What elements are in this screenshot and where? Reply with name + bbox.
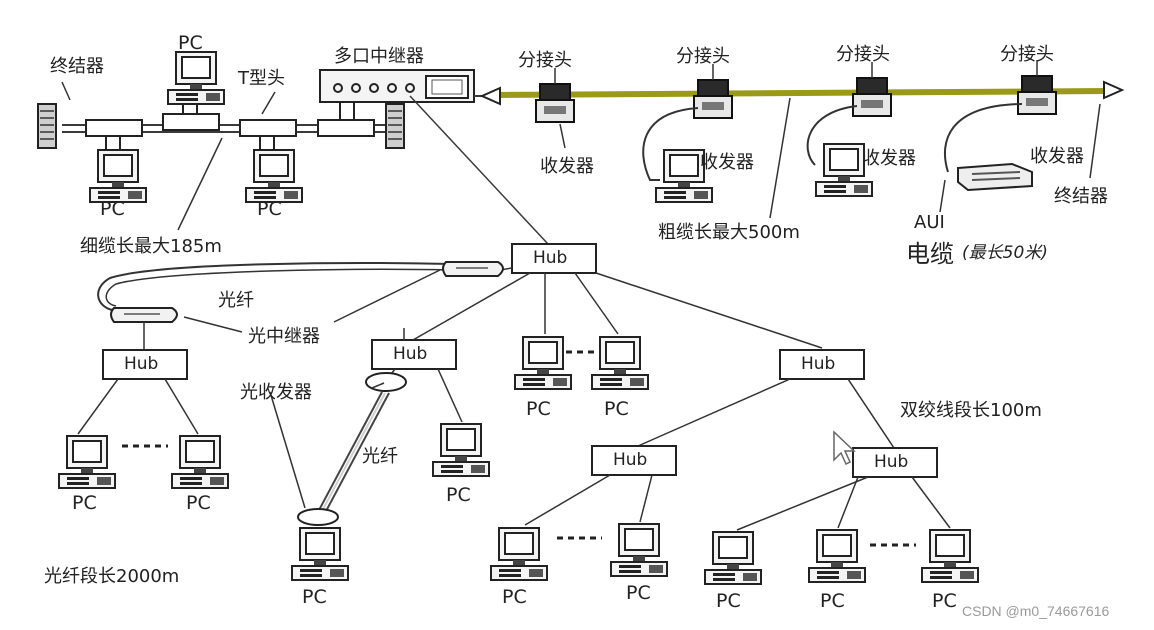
- label-tap: 分接头: [676, 46, 730, 67]
- label-hub: Hub: [613, 450, 648, 470]
- label-pc: PC: [820, 590, 845, 612]
- pc-icon: [291, 527, 349, 581]
- transceiver-icon: [535, 83, 575, 123]
- pc-icon: [171, 435, 229, 489]
- hub-tree: [371, 95, 979, 585]
- label-optical-transceiver: 光收发器: [240, 382, 312, 403]
- hub-box: [852, 447, 938, 478]
- optical-repeater-icon: [110, 307, 178, 323]
- optical-repeater-icon: [442, 261, 504, 277]
- terminator-icon: [1103, 80, 1125, 100]
- transceiver-icon: [852, 77, 892, 117]
- label-hub: Hub: [124, 354, 159, 374]
- label-pc: PC: [716, 590, 741, 612]
- thin-coax-segment: [37, 51, 405, 231]
- pc-icon: [167, 51, 225, 105]
- label-pc: PC: [100, 198, 125, 220]
- label-pc: PC: [186, 492, 211, 514]
- cursor-icon: [833, 430, 856, 466]
- label-pc: PC: [932, 590, 957, 612]
- pc-icon: [490, 527, 548, 581]
- hub-box: [591, 445, 677, 476]
- label-hub: Hub: [801, 354, 836, 374]
- pc-icon: [514, 336, 572, 390]
- terminator-left: [37, 103, 57, 149]
- optical-transceiver-icon: [365, 372, 407, 392]
- label-pc: PC: [302, 586, 327, 608]
- pc-icon: [89, 149, 147, 203]
- label-aui-cable: 电缆: [906, 240, 954, 268]
- t-connector: [239, 119, 297, 151]
- thick-coax-segment: [479, 60, 1125, 219]
- label-transceiver: 收发器: [540, 156, 594, 177]
- label-pc: PC: [502, 586, 527, 608]
- label-thin-cable: 细缆长最大185m: [80, 236, 222, 257]
- multiport-repeater: [319, 69, 475, 103]
- label-tap: 分接头: [1000, 44, 1054, 65]
- label-transceiver: 收发器: [862, 148, 916, 169]
- pc-icon: [58, 435, 116, 489]
- watermark: CSDN @m0_74667616: [962, 603, 1110, 619]
- t-connector: [317, 99, 375, 137]
- hub-box: [371, 339, 457, 370]
- label-optical-repeater: 光中继器: [248, 326, 320, 347]
- pc-icon: [245, 149, 303, 203]
- pc-icon: [591, 336, 649, 390]
- hub-box: [779, 349, 865, 380]
- label-pc: PC: [604, 398, 629, 420]
- pc-icon: [921, 529, 979, 583]
- transceiver-icon: [1017, 75, 1057, 115]
- pc-icon: [432, 423, 490, 477]
- fiber-branch-mid: [269, 372, 407, 581]
- transceiver-icon: [693, 79, 733, 119]
- label-pc: PC: [178, 32, 203, 54]
- label-pc: PC: [626, 582, 651, 604]
- hub-box: [102, 349, 188, 380]
- label-fiber: 光纤: [362, 446, 398, 467]
- label-twisted-pair: 双绞线段长100m: [900, 400, 1042, 421]
- aui-device: [957, 162, 1033, 192]
- label-terminator: 终结器: [1054, 186, 1108, 207]
- label-pc: PC: [446, 484, 471, 506]
- terminator-icon: [479, 86, 501, 106]
- label-transceiver: 收发器: [700, 152, 754, 173]
- label-tap: 分接头: [836, 44, 890, 65]
- hub-box: [511, 243, 597, 274]
- label-terminator: 终结器: [50, 56, 104, 77]
- pc-icon: [704, 531, 762, 585]
- optical-transceiver-icon: [297, 508, 339, 526]
- terminator-right: [385, 103, 405, 149]
- label-fiber-segment: 光纤段长2000m: [44, 566, 180, 587]
- label-hub: Hub: [874, 452, 909, 472]
- label-fiber: 光纤: [218, 290, 254, 311]
- fiber-branch-left: [58, 261, 504, 489]
- label-thick-cable: 粗缆长最大500m: [658, 222, 800, 243]
- t-connector: [85, 119, 143, 151]
- pc-icon: [610, 523, 668, 577]
- label-aui-note: (最长50米): [962, 243, 1048, 263]
- label-pc: PC: [72, 492, 97, 514]
- label-aui: AUI: [914, 212, 945, 233]
- label-t-connector: T型头: [238, 68, 285, 89]
- label-pc: PC: [257, 198, 282, 220]
- label-pc: PC: [526, 398, 551, 420]
- label-hub: Hub: [533, 248, 568, 268]
- label-tap: 分接头: [518, 50, 572, 71]
- pc-icon: [808, 529, 866, 583]
- label-hub: Hub: [393, 344, 428, 364]
- label-multiport-repeater: 多口中继器: [334, 46, 424, 67]
- label-transceiver: 收发器: [1030, 146, 1084, 167]
